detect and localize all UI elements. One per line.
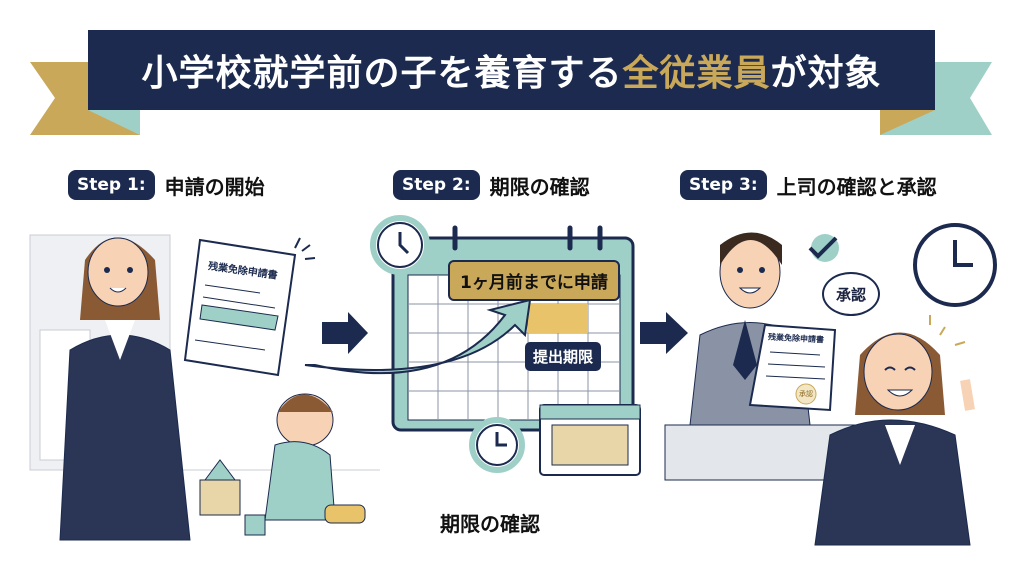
- title-text: 小学校就学前の子を養育する: [141, 53, 623, 94]
- title-highlight: 全従業員: [622, 53, 771, 94]
- step-1-header: Step 1: 申請の開始: [68, 170, 265, 200]
- toy-blocks: [199, 459, 366, 536]
- deadline-label: 提出期限: [525, 342, 602, 371]
- step-2-header: Step 2: 期限の確認: [393, 170, 590, 200]
- title-text-end: が対象: [770, 53, 882, 94]
- curved-arrow: [304, 298, 532, 375]
- step-badge: Step 1:: [68, 170, 155, 200]
- step-badge: Step 3:: [680, 170, 767, 200]
- approved-document: [748, 323, 837, 412]
- wall-clock-icon: [913, 223, 997, 307]
- desk-calendar: [539, 404, 641, 476]
- step-title: 上司の確認と承認: [776, 174, 937, 199]
- step-title: 申請の開始: [164, 174, 265, 199]
- child: [264, 393, 336, 521]
- calendar: [391, 225, 635, 432]
- caption: 期限の確認: [440, 512, 540, 536]
- approval-speech-bubble: 承認: [822, 272, 880, 316]
- step-3-header: Step 3: 上司の確認と承認: [680, 170, 937, 200]
- arrow-right-icon: [640, 312, 688, 354]
- clock-icon: [469, 417, 525, 473]
- deadline-note: 1ヶ月前までに申請: [448, 260, 620, 301]
- ribbon-right-gold: [880, 110, 935, 135]
- ribbon-left-teal: [88, 110, 140, 135]
- arrow-right-icon: [322, 312, 368, 354]
- clock-icon: [370, 215, 430, 275]
- approval-stamp: 承認: [799, 390, 813, 398]
- application-document: [183, 237, 316, 377]
- checkmark-icon: [808, 234, 839, 262]
- smiling-woman: [814, 315, 975, 546]
- step-badge: Step 2:: [393, 170, 480, 200]
- title-banner: 小学校就学前の子を養育する全従業員が対象: [88, 30, 935, 110]
- step-title: 期限の確認: [489, 174, 590, 199]
- woman-employee: [59, 237, 191, 541]
